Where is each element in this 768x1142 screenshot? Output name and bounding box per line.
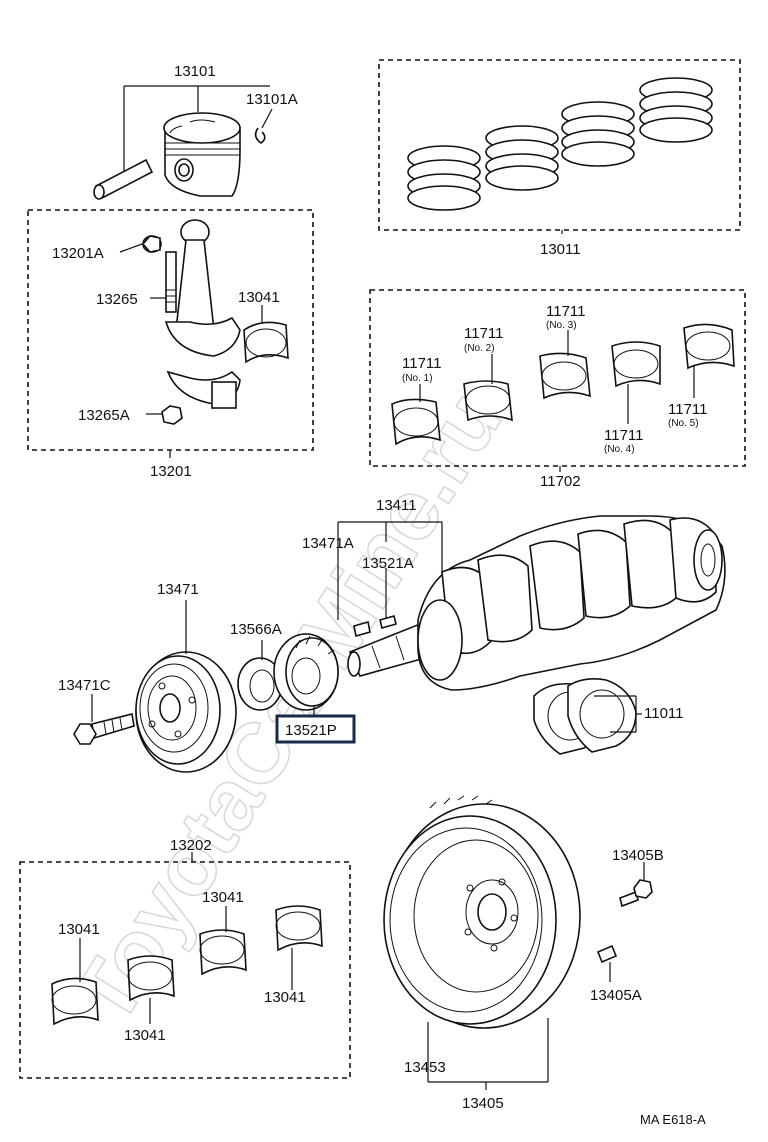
thrust-washer-group: 11011 (533, 678, 684, 755)
label-13471a: 13471A (302, 535, 354, 552)
sublabel-no3: (No. 3) (546, 320, 577, 331)
connecting-rod-group: 13201A 13265 13041 13265A 13201 (27, 209, 314, 480)
main-bearings-group: 11711 (No. 1) 11711 (No. 2) 11711 (No. 3… (369, 289, 746, 490)
label-13041-b: 13041 (124, 1027, 166, 1044)
label-13041-rod: 13041 (238, 289, 280, 306)
label-13405: 13405 (462, 1095, 504, 1112)
bearing-no3 (539, 352, 591, 400)
diagram-code: MA E618-A (640, 1112, 706, 1127)
label-11711-no5: 11711 (668, 401, 708, 418)
label-11711-no1: 11711 (402, 355, 442, 372)
label-13041-c: 13041 (202, 889, 244, 906)
label-13101a: 13101A (246, 91, 298, 108)
label-13471c: 13471C (58, 677, 111, 694)
sublabel-no5: (No. 5) (668, 418, 699, 429)
sublabel-no4: (No. 4) (604, 444, 635, 455)
ring-set-3 (561, 101, 635, 167)
piston-group: 13101 13101A (93, 63, 298, 200)
piston-rings-group: 13011 (378, 59, 741, 258)
ring-set-1 (407, 145, 481, 211)
bearing-no1 (391, 398, 441, 446)
bearing-no5 (683, 323, 735, 370)
label-11711-no4: 11711 (604, 427, 644, 444)
sublabel-no2: (No. 2) (464, 343, 495, 354)
label-11011: 11011 (644, 705, 684, 722)
label-13521a: 13521A (362, 555, 414, 572)
label-13566a: 13566A (230, 621, 282, 638)
rod-bearing-b (127, 955, 175, 1002)
rod-bearings-group: 13202 13041 13041 13041 13041 (19, 837, 351, 1079)
label-13202: 13202 (170, 837, 212, 854)
label-11711-no3: 11711 (546, 303, 586, 320)
flywheel-group: 13405B 13405A 13453 13405 (383, 795, 664, 1112)
rod-bearing-d (275, 905, 323, 952)
label-13041-a: 13041 (58, 921, 100, 938)
label-13405b: 13405B (612, 847, 664, 864)
crankshaft-group: 13411 13471A 13521A (302, 497, 726, 691)
label-13453: 13453 (404, 1059, 446, 1076)
sublabel-no1: (No. 1) (402, 373, 433, 384)
rod-bearing-c (199, 929, 247, 976)
label-13521p[interactable]: 13521P (285, 722, 337, 739)
label-13201a: 13201A (52, 245, 104, 262)
label-13101: 13101 (174, 63, 216, 80)
label-13265: 13265 (96, 291, 138, 308)
rod-bearing-a (51, 977, 99, 1026)
highlight-box[interactable] (275, 714, 356, 744)
label-13011: 13011 (540, 241, 581, 258)
label-11702: 11702 (540, 473, 581, 490)
ring-set-2 (485, 125, 559, 191)
label-13405a: 13405A (590, 987, 642, 1004)
label-13041-d: 13041 (264, 989, 306, 1006)
label-11711-no2: 11711 (464, 325, 504, 342)
pulley-group: 13521P 13471 13566A 13471C (58, 581, 356, 773)
bearing-no4 (611, 341, 661, 388)
label-13201: 13201 (150, 463, 192, 480)
label-13411: 13411 (376, 497, 417, 514)
label-13471: 13471 (157, 581, 199, 598)
ring-set-4 (639, 77, 713, 143)
label-13265a: 13265A (78, 407, 130, 424)
bearing-no2 (463, 380, 513, 422)
